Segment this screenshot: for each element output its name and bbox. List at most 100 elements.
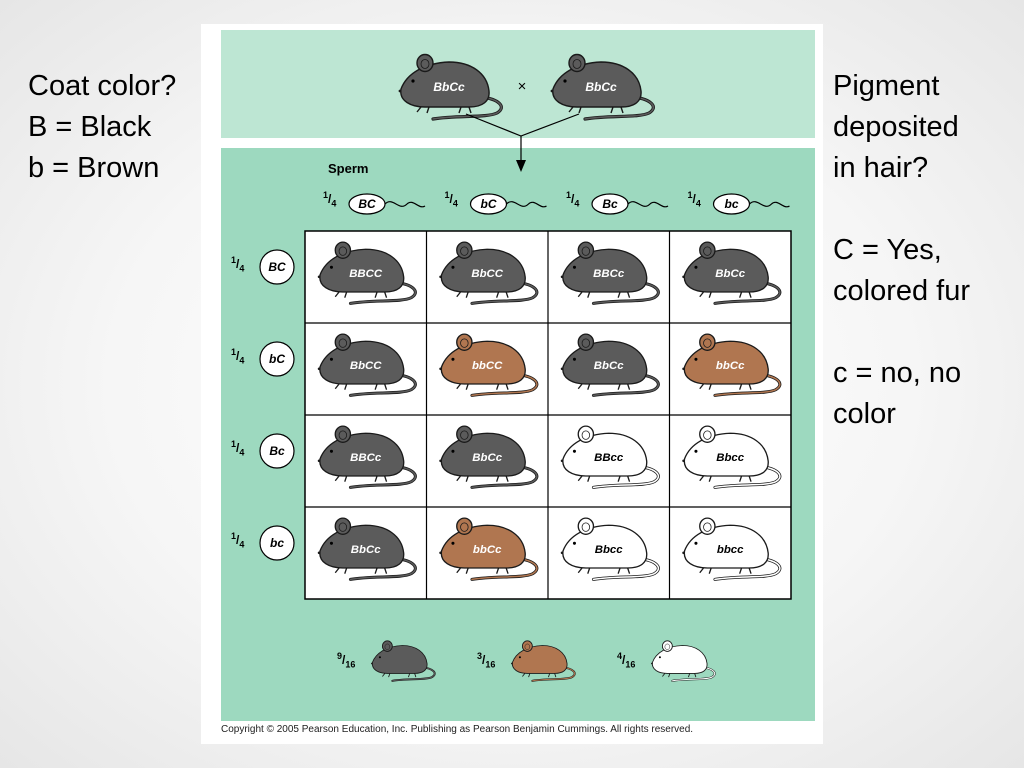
egg-gamete: [259, 525, 295, 561]
right-notes: Pigment deposited in hair? C = Yes, colo…: [833, 66, 970, 435]
parent-mouse-right: BbCc: [550, 53, 655, 121]
fraction-denominator: 4: [331, 198, 337, 209]
fraction-slash: /: [482, 653, 486, 667]
sperm-tail: [627, 201, 669, 208]
right-note-line: colored fur: [833, 275, 971, 307]
egg-gamete: [259, 341, 295, 377]
sperm-fraction: 1/4: [566, 190, 579, 208]
copyright-notice: Copyright © 2005 Pearson Education, Inc.…: [221, 724, 694, 735]
fraction-denominator: 16: [485, 659, 496, 670]
right-note-line: C = Yes,: [833, 234, 942, 266]
egg-fraction: 1/4: [231, 255, 244, 273]
genotype-label: BbCC: [350, 360, 382, 372]
parents-band: [221, 30, 815, 138]
sperm-tail: [506, 201, 547, 208]
offspring-mouse: bbCc: [439, 517, 539, 581]
sperm-fraction: 1/4: [445, 190, 458, 208]
fraction-slash: /: [236, 257, 240, 271]
genotype-label: BBCc: [593, 268, 625, 280]
fraction-slash: /: [622, 653, 626, 667]
right-note-line: Pigment: [833, 70, 940, 102]
sperm-gamete: [591, 193, 629, 215]
offspring-mouse: BbCc: [439, 425, 539, 489]
right-note-line: deposited: [833, 111, 959, 143]
cross-lines: [465, 113, 580, 137]
fraction-numerator: 1: [566, 190, 572, 200]
sperm-label: Sperm: [328, 161, 369, 176]
genotype-label: bbcc: [717, 544, 744, 556]
right-note-line: in hair?: [833, 152, 929, 184]
fraction-numerator: 1: [231, 439, 237, 449]
egg-fraction: 1/4: [231, 531, 244, 549]
fraction-slash: /: [342, 653, 346, 667]
offspring-mouse: BbCC: [439, 241, 539, 305]
sperm-gamete-label: BC: [358, 197, 376, 211]
parent-mouse-left: BbCc: [398, 53, 503, 121]
egg-fraction: 1/4: [231, 439, 244, 457]
genotype-label: Bbcc: [716, 452, 745, 464]
fraction-slash: /: [449, 192, 453, 206]
fraction-numerator: 1: [231, 255, 237, 265]
genotype-label: bbCC: [472, 360, 503, 372]
ratio-mouse: [370, 640, 436, 682]
egg-gamete: [259, 249, 295, 285]
fraction-slash: /: [236, 533, 240, 547]
left-note-line: b = Brown: [28, 152, 160, 184]
fraction-numerator: 1: [231, 531, 237, 541]
fraction-denominator: 4: [239, 355, 245, 366]
genotype-label: BbCC: [471, 268, 503, 280]
offspring-mouse: BBCc: [317, 425, 417, 489]
fraction-slash: /: [236, 349, 240, 363]
genotype-label: BbCc: [472, 452, 502, 464]
sperm-tail: [749, 201, 790, 208]
right-note-line: c = no, no: [833, 357, 962, 389]
genotype-label: BbCc: [594, 360, 624, 372]
fraction-numerator: 1: [687, 190, 693, 200]
fraction-denominator: 4: [452, 198, 458, 209]
egg-gamete-label: bc: [270, 536, 284, 550]
genotype-label: BbCc: [585, 80, 617, 94]
fraction-numerator: 1: [444, 190, 450, 200]
sperm-gamete-label: Bc: [602, 197, 618, 211]
ratio-mouse: [510, 640, 576, 682]
fraction-slash: /: [328, 192, 332, 206]
right-note-spacer: [833, 312, 970, 353]
sperm-fraction: 1/4: [688, 190, 701, 208]
sperm-gamete: [712, 193, 751, 215]
fraction-slash: /: [692, 192, 696, 206]
genotype-label: BBCc: [350, 452, 382, 464]
genotype-label: BbCc: [433, 80, 465, 94]
fraction-denominator: 4: [239, 539, 245, 550]
fraction-denominator: 4: [239, 447, 245, 458]
fraction-slash: /: [236, 441, 240, 455]
sperm-fraction: 1/4: [323, 190, 336, 208]
fraction-denominator: 16: [345, 659, 356, 670]
offspring-mouse: BbCC: [317, 333, 417, 397]
egg-gamete-label: Bc: [269, 444, 285, 458]
genotype-label: BbCc: [715, 268, 745, 280]
fraction-denominator: 16: [625, 659, 636, 670]
offspring-mouse: Bbcc: [682, 425, 782, 489]
cross-arrow-head: [516, 160, 526, 172]
egg-gamete-label: BC: [268, 260, 286, 274]
sperm-gamete: [469, 193, 508, 215]
sperm-gamete: [348, 193, 386, 215]
offspring-mouse: bbCC: [439, 333, 539, 397]
fraction-numerator: 3: [477, 651, 483, 661]
offspring-mouse: bbcc: [682, 517, 782, 581]
ratio-fraction: 9/16: [337, 651, 355, 669]
fraction-denominator: 4: [695, 198, 701, 209]
left-notes: Coat color? B = Black b = Brown: [28, 66, 176, 189]
offspring-mouse: BbCc: [560, 333, 660, 397]
ratio-fraction: 4/16: [617, 651, 635, 669]
offspring-mouse: BBCc: [560, 241, 660, 305]
genotype-label: BBCC: [349, 268, 383, 280]
genotype-label: bbCc: [716, 360, 745, 372]
offspring-mouse: BBCC: [317, 241, 417, 305]
offspring-mouse: BbCc: [682, 241, 782, 305]
genotype-label: Bbcc: [595, 544, 624, 556]
genotype-label: BBcc: [594, 452, 624, 464]
ratio-mouse: [650, 640, 716, 682]
